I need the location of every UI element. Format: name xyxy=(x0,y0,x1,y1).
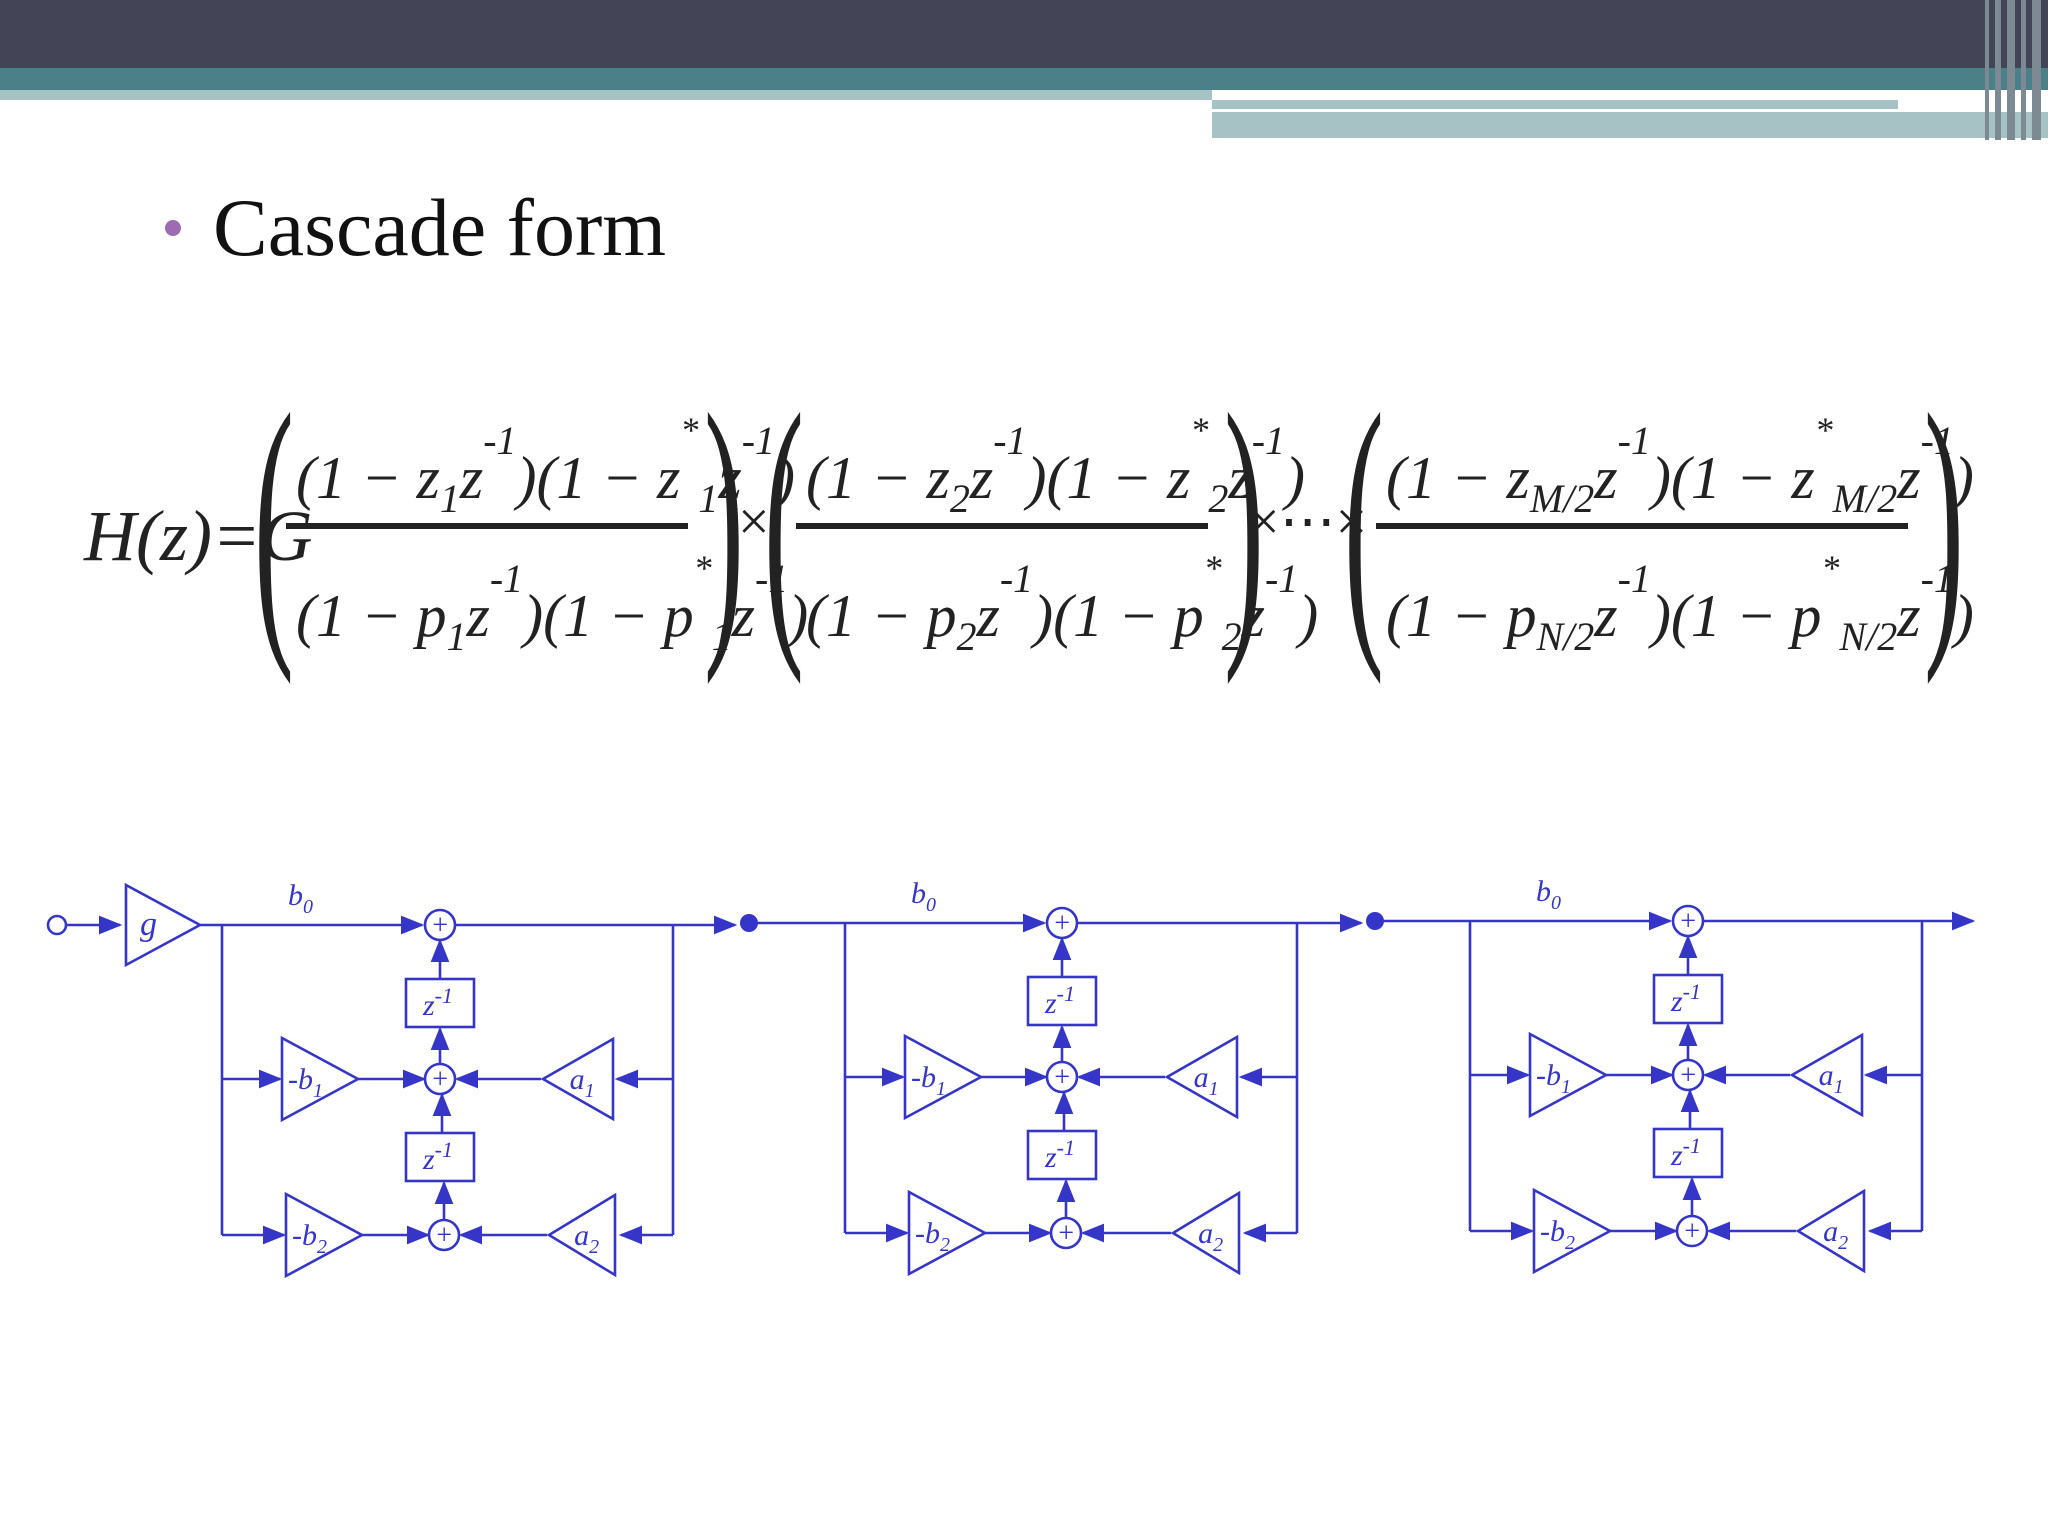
equation-paren-left: ( xyxy=(254,353,294,685)
a2-amplifier xyxy=(1170,1190,1241,1276)
transfer-function-equation: H(z)=G ()(1 − z1z-1)(1 − z*1z-1)(1 − p1z… xyxy=(83,353,1974,685)
neg-b1-amplifier-label: -b1 xyxy=(288,1063,323,1102)
a2-amplifier-label: a2 xyxy=(1823,1215,1848,1254)
header-bar-teal xyxy=(0,68,2048,90)
a2-amplifier xyxy=(1795,1188,1866,1274)
adder-plus-label: + xyxy=(1053,908,1072,939)
equation-paren-right: ) xyxy=(1924,353,1964,685)
a1-amplifier xyxy=(540,1036,615,1122)
a1-amplifier-label: a1 xyxy=(1819,1059,1844,1098)
adder-plus-label: + xyxy=(1683,1216,1702,1247)
neg-b2-amplifier-label: -b2 xyxy=(915,1217,950,1256)
input-node xyxy=(46,914,68,936)
neg-b2-amplifier-label: -b2 xyxy=(292,1219,327,1258)
adder-plus-label: + xyxy=(431,910,450,941)
neg-b1-amplifier-label: -b1 xyxy=(911,1061,946,1100)
b0-coefficient-label: b0 xyxy=(1536,875,1561,914)
equation-denominator: (1 − p2z-1)(1 − p*2z-1) xyxy=(806,548,1318,659)
delay-label: z-1 xyxy=(1044,981,1075,1020)
adder-plus-label: + xyxy=(1053,1062,1072,1093)
delay-label: z-1 xyxy=(422,983,453,1022)
a2-amplifier-label: a2 xyxy=(1198,1217,1223,1256)
adder-plus-label: + xyxy=(435,1220,454,1251)
gain-amplifier xyxy=(124,882,203,968)
neg-b2-amplifier xyxy=(907,1189,988,1277)
a1-amplifier-label: a1 xyxy=(570,1063,595,1102)
equation-numerator: (1 − zM/2z-1)(1 − z*M/2z-1) xyxy=(1386,410,1974,521)
header-strip-lower xyxy=(1212,112,2048,138)
header-vertical-bars xyxy=(1985,0,2048,140)
a2-amplifier-label: a2 xyxy=(574,1219,599,1258)
adder-plus-label: + xyxy=(431,1064,450,1095)
a2-amplifier xyxy=(546,1192,617,1278)
b0-coefficient-label: b0 xyxy=(911,877,936,916)
equation-paren-right: ) xyxy=(1224,353,1264,685)
delay-label: z-1 xyxy=(1044,1135,1075,1174)
equation-denominator: (1 − p1z-1)(1 − p*1z-1) xyxy=(296,548,808,659)
delay-label: z-1 xyxy=(1670,979,1701,1018)
equation-paren-left: ( xyxy=(1344,353,1384,685)
equation-paren-left: ( xyxy=(764,353,804,685)
equation-lhs: H(z)=G xyxy=(83,496,313,576)
a1-amplifier-label: a1 xyxy=(1194,1061,1219,1100)
a1-amplifier xyxy=(1789,1032,1864,1118)
header-bar-dark xyxy=(0,0,2048,68)
neg-b1-amplifier-label: -b1 xyxy=(1536,1059,1571,1098)
equation-times: × xyxy=(738,491,770,553)
neg-b2-amplifier xyxy=(284,1191,365,1279)
neg-b2-amplifier-label: -b2 xyxy=(1540,1215,1575,1254)
equation-paren-right: ) xyxy=(704,353,744,685)
neg-b1-amplifier xyxy=(903,1033,984,1121)
stage-junction-dot xyxy=(740,914,758,932)
neg-b2-amplifier xyxy=(1532,1187,1613,1275)
stage-junction-dot xyxy=(1366,912,1384,930)
slide-title-row: Cascade form xyxy=(165,178,666,278)
neg-b1-amplifier xyxy=(280,1035,361,1123)
header-bar-light xyxy=(0,90,1212,100)
adder-plus-label: + xyxy=(1679,906,1698,937)
delay-label: z-1 xyxy=(422,1137,453,1176)
header-strip xyxy=(1212,100,1898,110)
header-divider-line xyxy=(1212,109,1898,113)
gain-label: g xyxy=(140,906,157,943)
adder-plus-label: + xyxy=(1057,1218,1076,1249)
equation-ellipsis: ×⋯× xyxy=(1248,491,1367,553)
delay-label: z-1 xyxy=(1670,1133,1701,1172)
equation-numerator: (1 − z2z-1)(1 − z*2z-1) xyxy=(806,410,1305,521)
b0-coefficient-label: b0 xyxy=(288,879,313,918)
neg-b1-amplifier xyxy=(1528,1031,1609,1119)
equation-denominator: (1 − pN/2z-1)(1 − p*N/2z-1) xyxy=(1386,548,1974,659)
a1-amplifier xyxy=(1164,1034,1239,1120)
equation-numerator: (1 − z1z-1)(1 − z*1z-1) xyxy=(296,410,795,521)
bullet-icon xyxy=(165,220,181,236)
adder-plus-label: + xyxy=(1679,1060,1698,1091)
slide-title: Cascade form xyxy=(213,182,667,273)
